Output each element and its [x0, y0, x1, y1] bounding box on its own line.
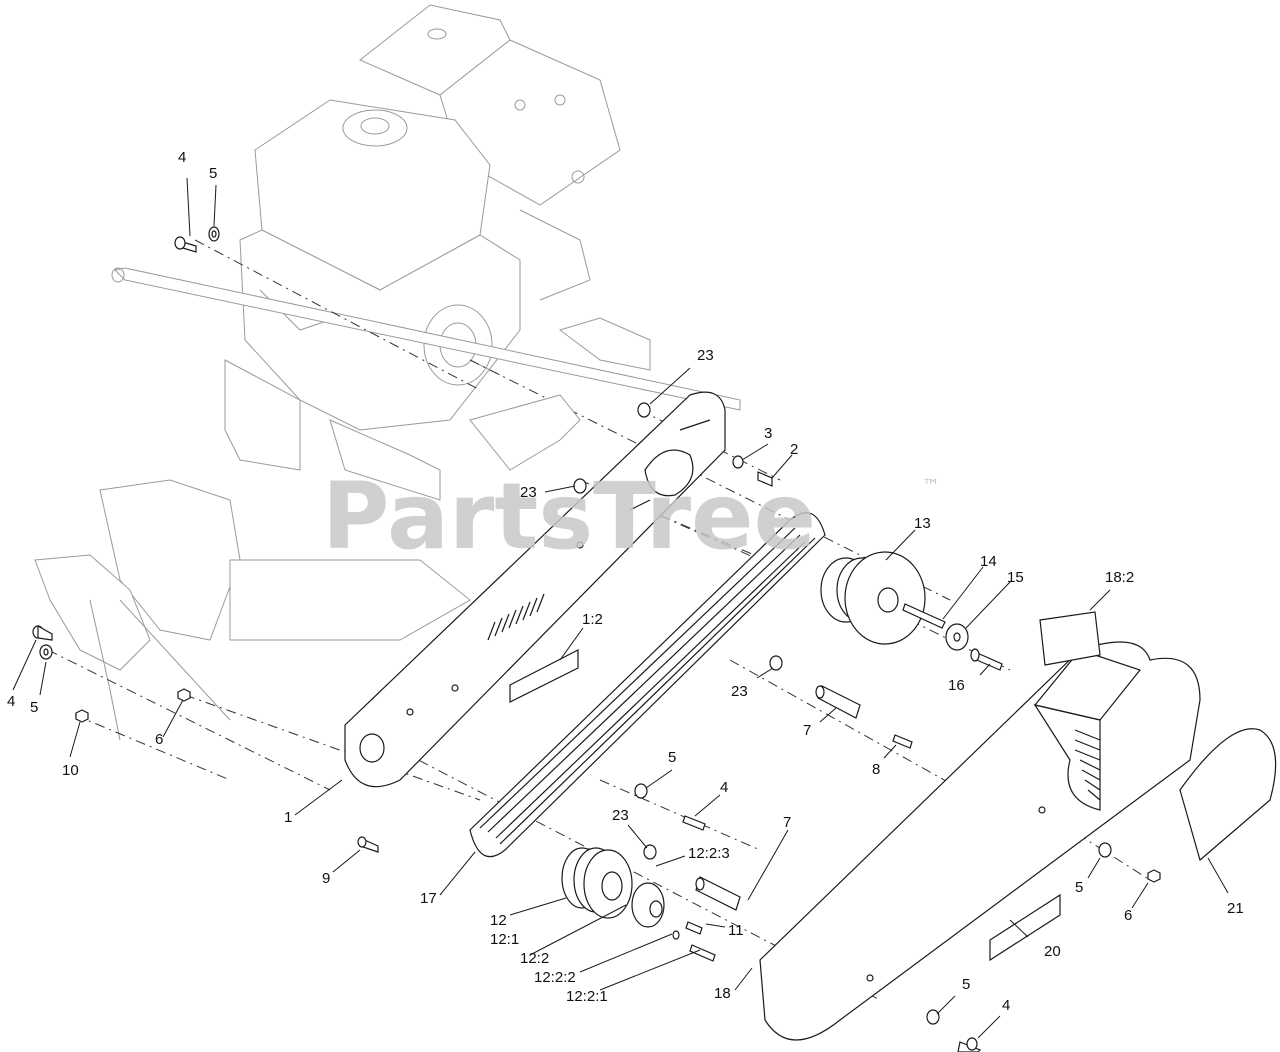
callout-12-1: 12:1 [490, 931, 519, 948]
cover-21 [1179, 728, 1277, 862]
hardware-lower-right [926, 842, 1161, 1052]
callout-labels: 4 5 23 3 2 23 13 14 15 18:2 1:2 16 23 7 … [7, 149, 1244, 1014]
callout-3: 3 [764, 425, 772, 442]
callout-6: 6 [155, 731, 163, 748]
callout-4: 4 [7, 693, 15, 710]
decal-1-2 [509, 649, 579, 703]
callout-15: 15 [1007, 569, 1024, 586]
lower-pulley [561, 847, 665, 928]
plate-vents [487, 593, 545, 641]
callout-20: 20 [1044, 943, 1061, 960]
callout-17: 17 [420, 890, 437, 907]
callout-4: 4 [1002, 997, 1010, 1014]
callout-4: 4 [178, 149, 186, 166]
belt-plate [344, 391, 726, 788]
callout-18: 18 [714, 985, 731, 1002]
watermark-trademark: ™ [922, 476, 940, 497]
leader-lines [12, 177, 1229, 1039]
callout-23: 23 [520, 484, 537, 501]
callout-1: 1 [284, 809, 292, 826]
callout-21: 21 [1227, 900, 1244, 917]
callout-2: 2 [790, 441, 798, 458]
decal-20 [989, 893, 1061, 962]
callout-23: 23 [697, 347, 714, 364]
callout-12-2-2: 12:2:2 [534, 969, 576, 986]
watermark: PartsTree ™ [322, 463, 940, 570]
callout-16: 16 [948, 677, 965, 694]
callout-23: 23 [731, 683, 748, 700]
callout-13: 13 [914, 515, 931, 532]
decal-18-2 [1039, 611, 1101, 666]
callout-10: 10 [62, 762, 79, 779]
callout-14: 14 [980, 553, 997, 570]
hardware-upper-right [573, 402, 1003, 962]
callout-5: 5 [1075, 879, 1083, 896]
hardware-left [32, 226, 379, 853]
callout-11: 11 [728, 922, 744, 939]
callout-4: 4 [720, 779, 728, 796]
callout-12-2-3: 12:2:3 [688, 845, 730, 862]
callout-5: 5 [668, 749, 676, 766]
callout-9: 9 [322, 870, 330, 887]
callout-5: 5 [962, 976, 970, 993]
callout-18-2: 18:2 [1105, 569, 1134, 586]
callout-12-2: 12:2 [520, 950, 549, 967]
upper-pulley [820, 551, 926, 645]
callout-12: 12 [490, 912, 507, 929]
callout-6: 6 [1124, 907, 1132, 924]
frame [34, 267, 741, 741]
belt-guard [759, 611, 1277, 1041]
callout-7: 7 [783, 814, 791, 831]
drive-belt [469, 512, 826, 858]
callout-12-2-1: 12:2:1 [566, 988, 608, 1005]
watermark-brand: PartsTree [322, 463, 816, 570]
callout-23: 23 [612, 807, 629, 824]
callout-5: 5 [30, 699, 38, 716]
callout-8: 8 [872, 761, 880, 778]
callout-1-2: 1:2 [582, 611, 603, 628]
callout-5: 5 [209, 165, 217, 182]
callout-7: 7 [803, 722, 811, 739]
